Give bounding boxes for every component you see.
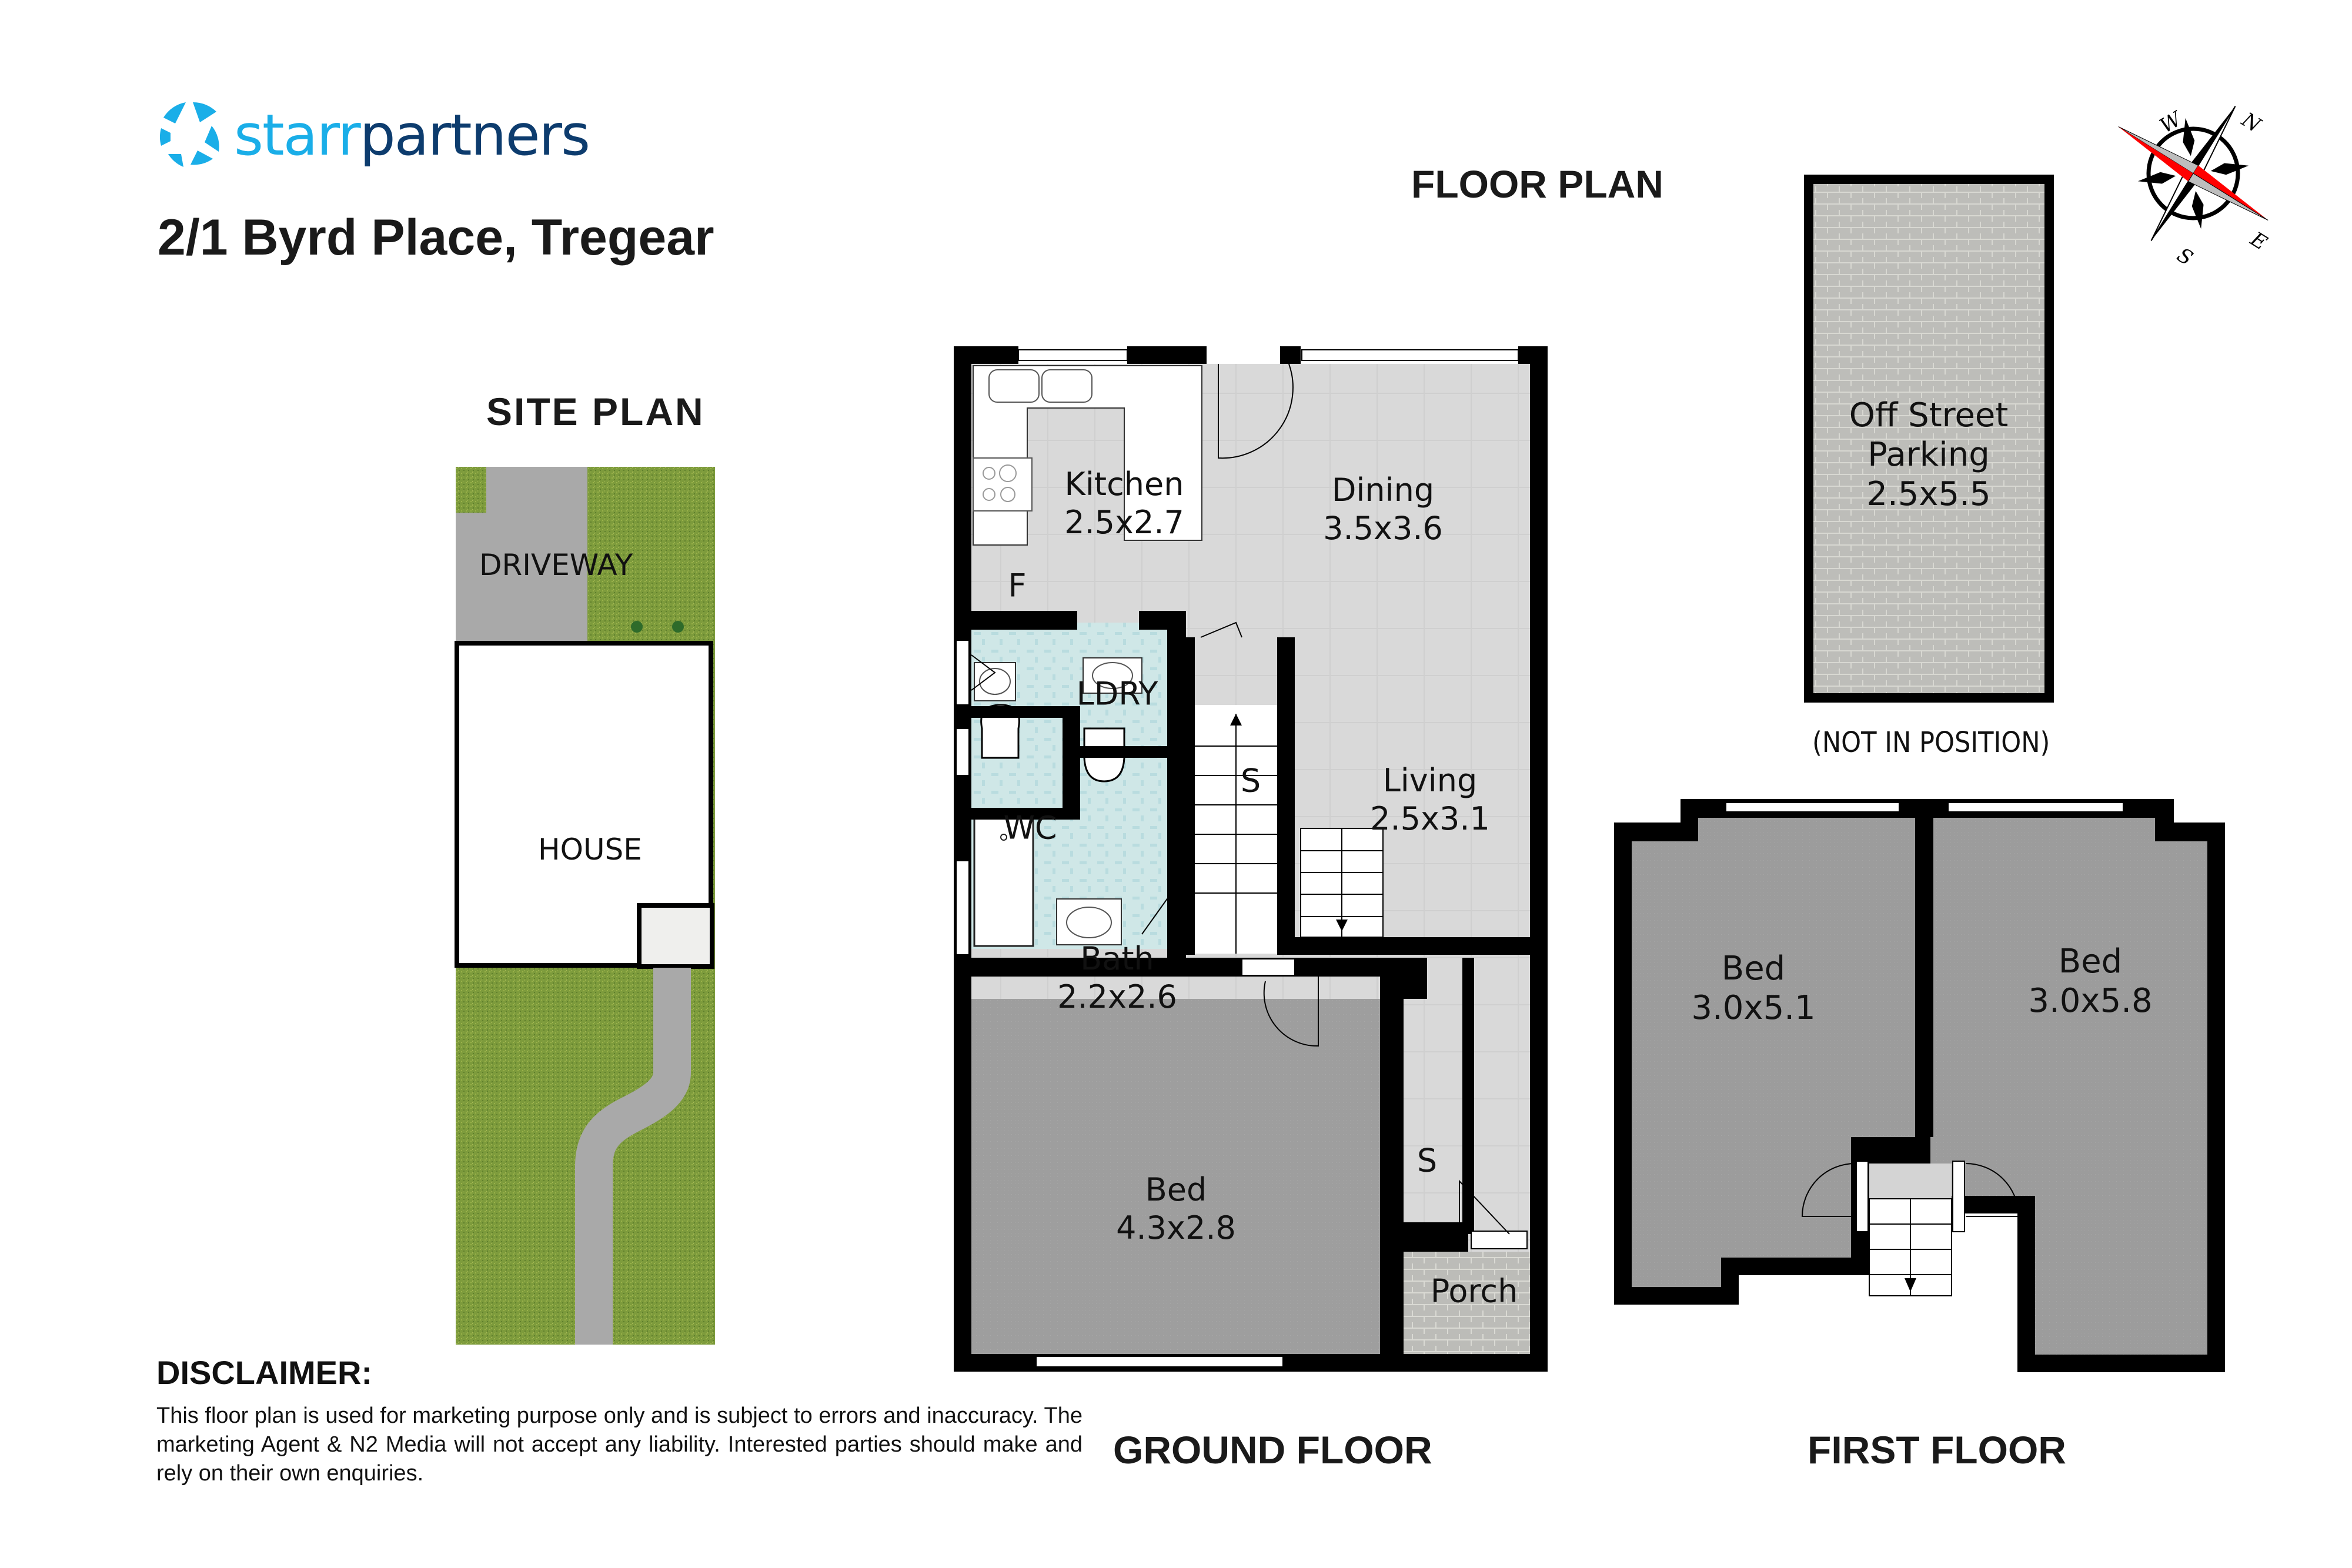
floor-plan-heading: FLOOR PLAN: [1411, 162, 1663, 206]
room-storage-1: S: [1240, 762, 1261, 800]
ground-floor-heading: GROUND FLOOR: [1113, 1428, 1432, 1472]
compass-s: S: [2173, 243, 2197, 270]
compass-e: E: [2246, 227, 2271, 255]
house-label: HOUSE: [538, 833, 642, 867]
room-fridge: F: [1008, 567, 1027, 604]
room-wc: WC: [1003, 809, 1057, 847]
parking-label: Off Street Parking 2.5x5.5: [1849, 396, 2009, 514]
parking-drawing: [1804, 175, 2054, 703]
compass-w: W: [2156, 106, 2187, 138]
disclaimer-title: DISCLAIMER:: [156, 1354, 373, 1391]
compass: W N E S: [2105, 91, 2281, 270]
brand-name-partners: partners: [359, 102, 590, 168]
property-address: 2/1 Byrd Place, Tregear: [158, 209, 714, 266]
compass-rose-icon: W N E S: [2118, 105, 2271, 270]
parking-position-note: (NOT IN POSITION): [1812, 726, 2050, 759]
first-floor-drawing: [1614, 799, 2225, 1372]
room-porch: Porch: [1430, 1272, 1518, 1310]
off-street-parking: Off Street Parking 2.5x5.5: [1804, 175, 2054, 703]
site-plan: DRIVEWAY HOUSE: [455, 467, 715, 1345]
room-storage-2: S: [1416, 1142, 1438, 1179]
brand-logo: starrpartners: [158, 100, 590, 170]
room-laundry: LDRY: [1076, 675, 1158, 713]
ground-floor-drawing: [954, 346, 1548, 1372]
brand-name-starr: starr: [234, 102, 361, 168]
starr-logo-icon: [159, 102, 219, 167]
compass-n: N: [2237, 108, 2265, 138]
site-plan-heading: SITE PLAN: [486, 390, 705, 433]
disclaimer-body: This floor plan is used for marketing pu…: [156, 1403, 1083, 1486]
first-floor-heading: FIRST FLOOR: [1808, 1428, 2066, 1472]
site-plan-drawing: [455, 467, 715, 1345]
driveway-label: DRIVEWAY: [479, 548, 633, 582]
